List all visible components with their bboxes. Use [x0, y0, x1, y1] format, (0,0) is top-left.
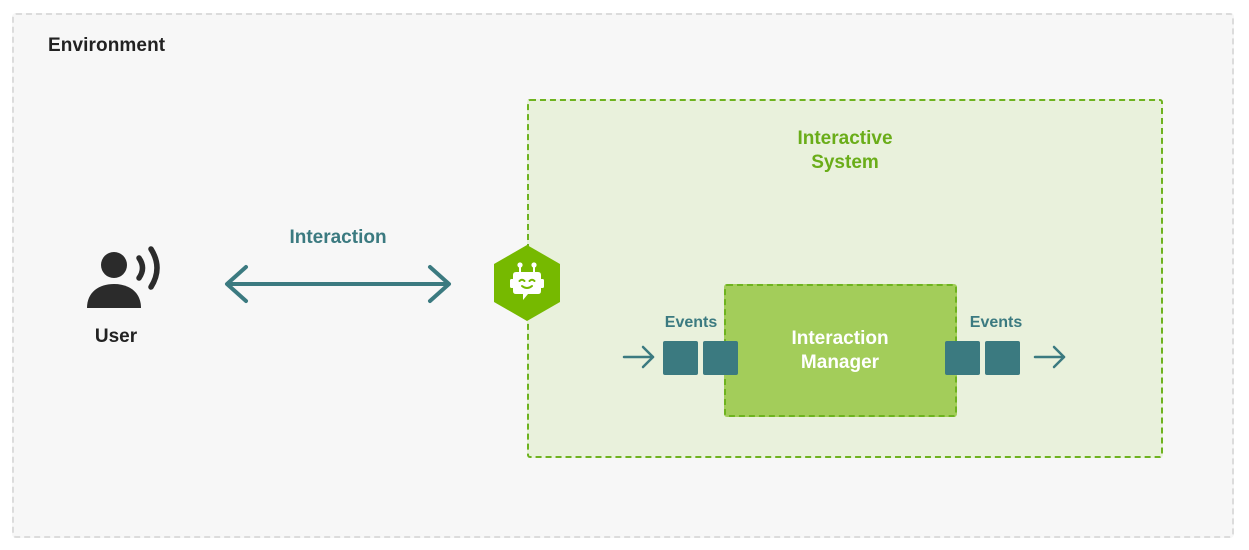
interactive-system-title-line2: System — [811, 152, 879, 173]
interaction-manager-title-line1: Interaction — [791, 328, 889, 349]
user-speaking-icon — [84, 242, 170, 312]
input-arrow-icon — [622, 344, 658, 370]
double-arrow-icon — [220, 262, 456, 306]
interaction-manager-title-line2: Manager — [800, 352, 880, 373]
input-event-block — [703, 341, 738, 375]
robot-icon — [492, 244, 562, 322]
interaction-label: Interaction — [289, 227, 387, 248]
output-event-block — [985, 341, 1020, 375]
interactive-system-title: Interactive System — [745, 127, 945, 175]
output-arrow-icon — [1033, 344, 1069, 370]
user-label: User — [94, 326, 138, 347]
input-event-block — [663, 341, 698, 375]
output-event-block — [945, 341, 980, 375]
environment-title: Environment — [48, 35, 166, 56]
output-events-label: Events — [969, 314, 1023, 331]
interactive-system-title-line1: Interactive — [797, 128, 893, 149]
interaction-manager-title: Interaction Manager — [740, 327, 940, 375]
input-events-label: Events — [664, 314, 718, 331]
